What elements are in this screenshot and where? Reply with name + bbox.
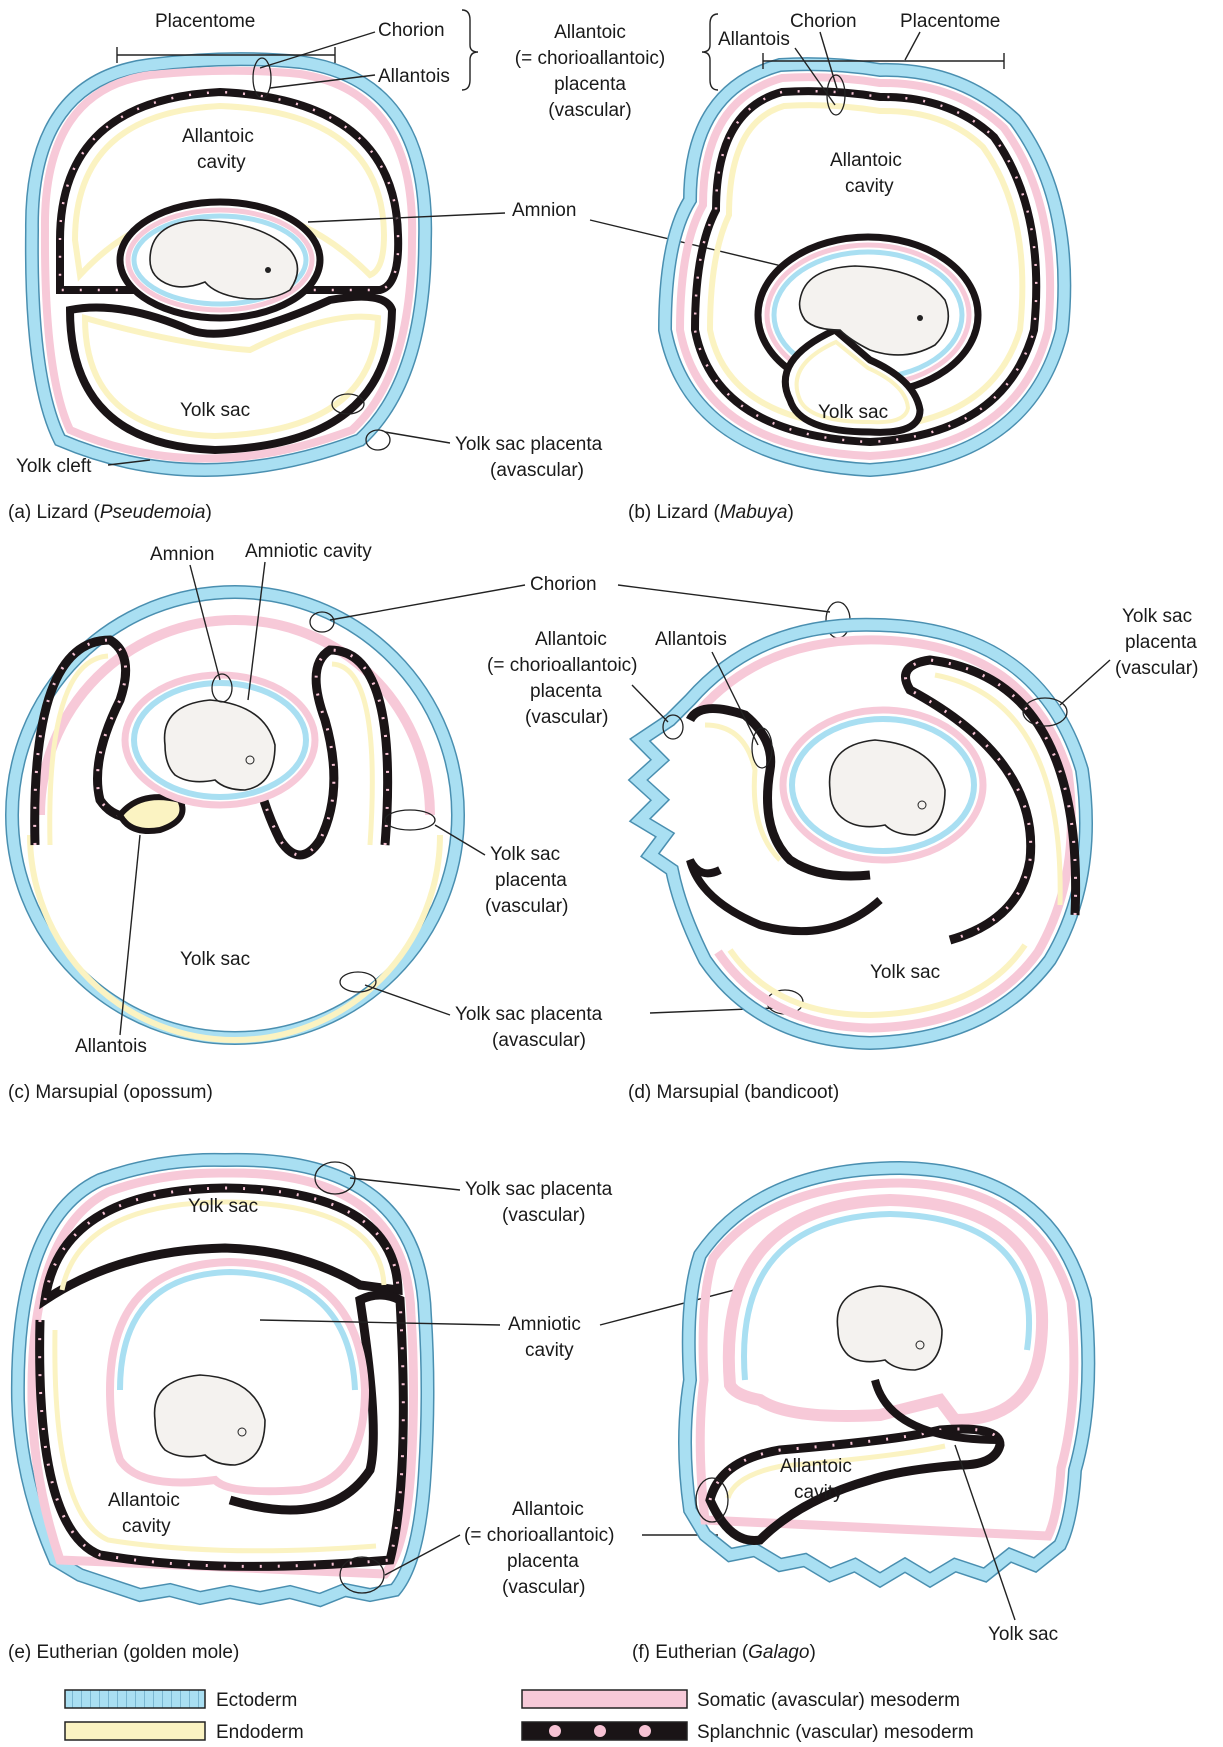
label-yolk-sac-b: Yolk sac [818, 402, 888, 423]
caption-c: (c) Marsupial (opossum) [8, 1082, 213, 1103]
label-allantoic-cavity-b-1: Allantoic [830, 150, 902, 171]
label-ys-placenta-cd-1: Yolk sac placenta [455, 1004, 603, 1025]
label-chorion-cd: Chorion [530, 574, 597, 595]
label-allantoic-placenta-d-4: (vascular) [525, 707, 608, 728]
caption-f: (f) Eutherian (Galago) [632, 1642, 816, 1663]
legend-swatch-ectoderm [65, 1690, 205, 1708]
label-allantoic-placenta-d-2: (= chorioallantoic) [487, 655, 638, 676]
label-allantoic-cavity-e-2: cavity [122, 1516, 171, 1537]
panel-b: Allantois Chorion Placentome Allantoic c… [628, 11, 1064, 523]
label-allantoic-placenta-ab-4: (vascular) [548, 100, 631, 121]
label-allantoic-placenta-ef-4: (vascular) [502, 1577, 585, 1598]
label-yolk-sac-e: Yolk sac [188, 1196, 258, 1217]
label-allantois-b: Allantois [718, 29, 790, 50]
label-placentome-b: Placentome [900, 11, 1000, 32]
label-allantoic-cavity-a-2: cavity [197, 152, 246, 173]
label-ys-placenta-e-1: Yolk sac placenta [465, 1179, 613, 1200]
label-ys-placenta-d-3: (vascular) [1115, 658, 1198, 679]
label-ys-placenta-e-2: (vascular) [502, 1205, 585, 1226]
caption-e: (e) Eutherian (golden mole) [8, 1642, 239, 1663]
label-ys-placenta-c-2: placenta [495, 870, 567, 891]
label-ys-placenta-d-2: placenta [1125, 632, 1197, 653]
label-amnion-c: Amnion [150, 544, 214, 565]
label-allantois-a: Allantois [378, 66, 450, 87]
caption-d: (d) Marsupial (bandicoot) [628, 1082, 839, 1103]
label-ys-placenta-c-3: (vascular) [485, 896, 568, 917]
label-chorion-b: Chorion [790, 11, 857, 32]
label-amniotic-cavity-ef-2: cavity [525, 1340, 574, 1361]
label-ys-placenta-ab-1: Yolk sac placenta [455, 434, 603, 455]
label-allantoic-placenta-ab-2: (= chorioallantoic) [515, 48, 666, 69]
label-amniotic-cavity-ef-1: Amniotic [508, 1314, 581, 1335]
allantois-c [120, 797, 183, 831]
legend-label-splanchnic: Splanchnic (vascular) mesoderm [697, 1722, 974, 1743]
label-yolk-cleft: Yolk cleft [16, 456, 92, 477]
label-ys-placenta-ab-2: (avascular) [490, 460, 584, 481]
label-allantoic-placenta-ef-3: placenta [507, 1551, 579, 1572]
label-yolk-sac-c: Yolk sac [180, 949, 250, 970]
label-allantoic-placenta-ab-3: placenta [554, 74, 626, 95]
label-chorion-a: Chorion [378, 20, 445, 41]
label-allantoic-cavity-b-2: cavity [845, 176, 894, 197]
label-placentome-a: Placentome [155, 11, 255, 32]
legend-swatch-endoderm [65, 1722, 205, 1740]
label-allantoic-cavity-f-1: Allantoic [780, 1456, 852, 1477]
label-amniotic-cavity-c: Amniotic cavity [245, 541, 372, 562]
legend-label-endoderm: Endoderm [216, 1722, 304, 1743]
caption-b: (b) Lizard (Mabuya) [628, 502, 794, 523]
label-ys-placenta-d-1: Yolk sac [1122, 606, 1192, 627]
legend-swatch-somatic [522, 1690, 687, 1708]
panel-f: Allantoic cavity Yolk sac (f) Eutherian … [632, 1168, 1088, 1663]
panel-d: Allantoic (= chorioallantoic) placenta (… [487, 606, 1198, 1103]
label-allantoic-cavity-a-1: Allantoic [182, 126, 254, 147]
label-allantoic-placenta-d-1: Allantoic [535, 629, 607, 650]
label-allantoic-placenta-d-3: placenta [530, 681, 602, 702]
label-allantoic-cavity-f-2: cavity [794, 1482, 843, 1503]
label-allantoic-placenta-ef-2: (= chorioallantoic) [464, 1525, 615, 1546]
label-allantois-c: Allantois [75, 1036, 147, 1057]
caption-a: (a) Lizard (Pseudemoia) [8, 502, 212, 523]
legend: Ectoderm Endoderm Somatic (avascular) me… [65, 1690, 974, 1743]
label-allantoic-cavity-e-1: Allantoic [108, 1490, 180, 1511]
label-allantoic-placenta-ab-1: Allantoic [554, 22, 626, 43]
label-yolk-sac-a: Yolk sac [180, 400, 250, 421]
label-yolk-sac-f: Yolk sac [988, 1624, 1058, 1645]
label-allantois-d: Allantois [655, 629, 727, 650]
label-ys-placenta-c-1: Yolk sac [490, 844, 560, 865]
label-allantoic-placenta-ef-1: Allantoic [512, 1499, 584, 1520]
legend-label-ectoderm: Ectoderm [216, 1690, 297, 1711]
panel-a: Placentome Chorion Allantois Allantoic c… [8, 11, 450, 523]
legend-label-somatic: Somatic (avascular) mesoderm [697, 1690, 960, 1711]
label-yolk-sac-d: Yolk sac [870, 962, 940, 983]
label-ys-placenta-cd-2: (avascular) [492, 1030, 586, 1051]
label-amnion-ab: Amnion [512, 200, 576, 221]
